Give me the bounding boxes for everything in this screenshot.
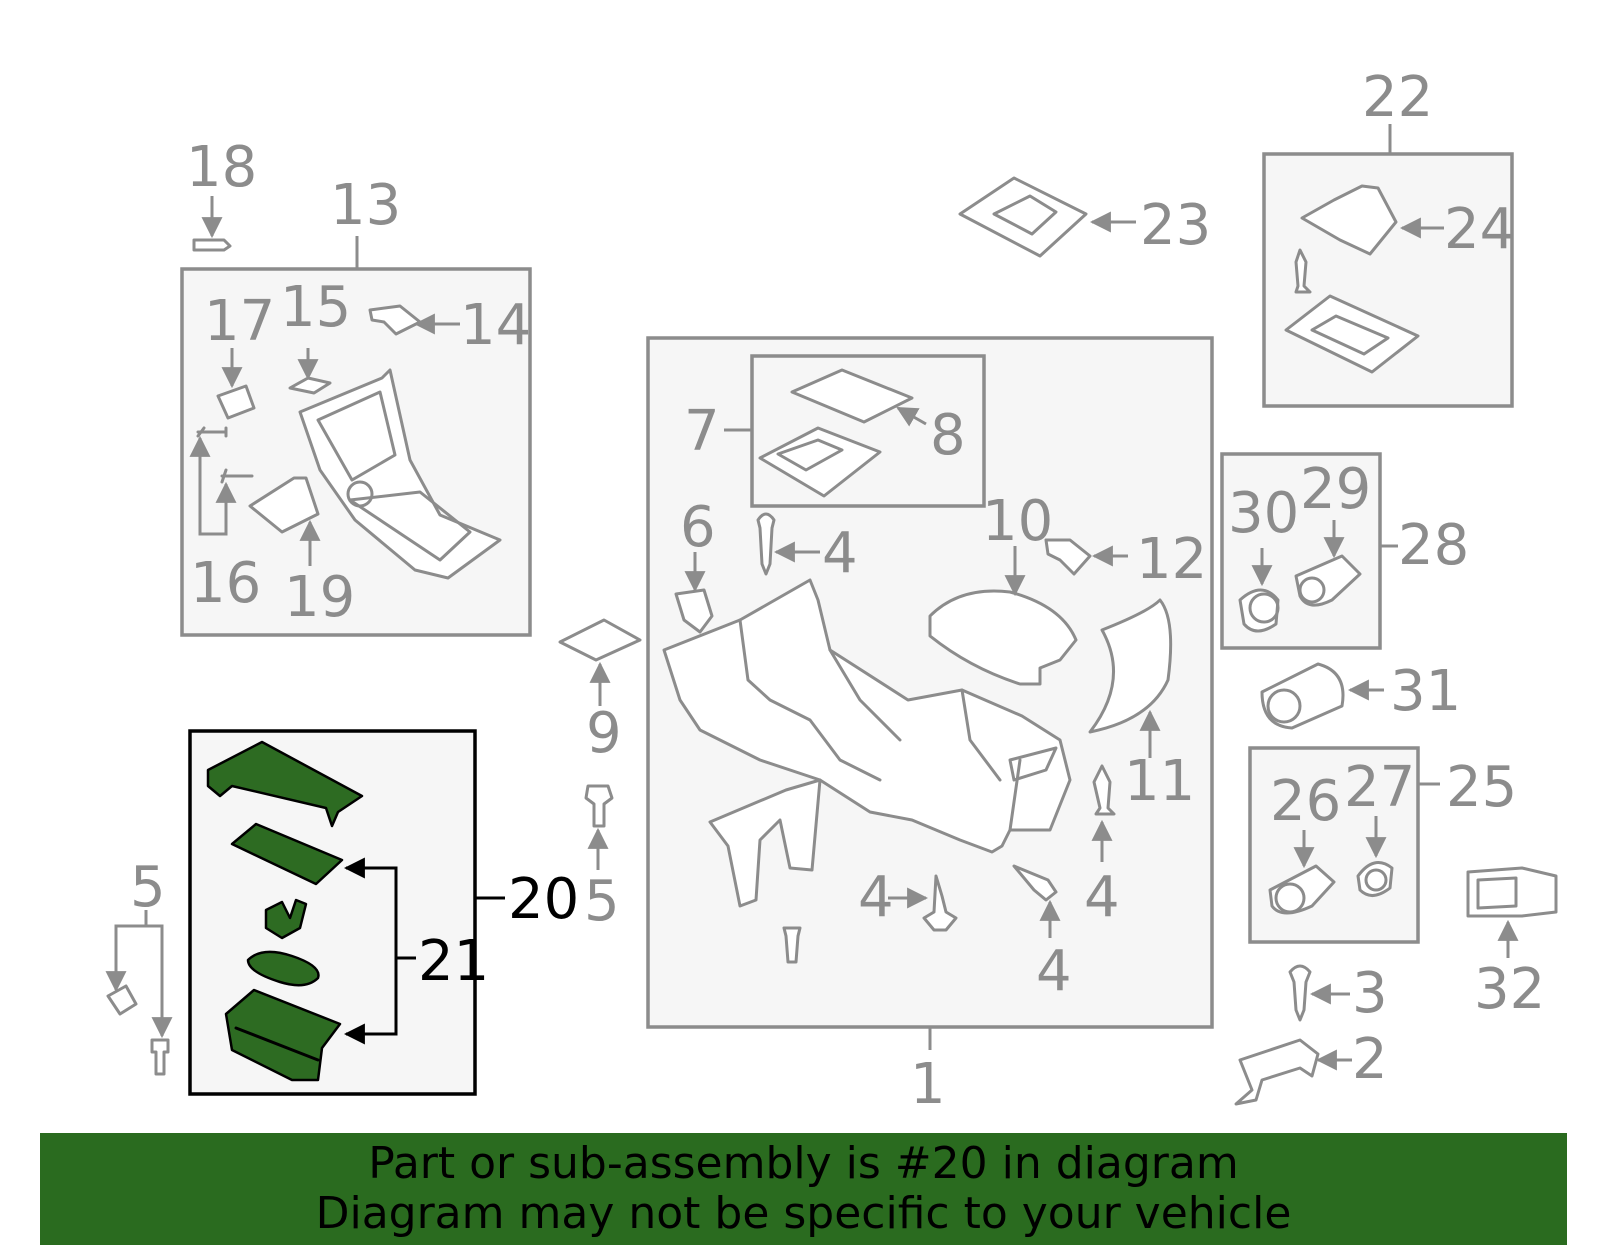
callout-20: 20 [508,867,579,932]
screw-4e [782,926,802,964]
group-1-box [646,336,1214,1050]
callout-17: 17 [204,289,275,354]
bolt-5c [584,784,614,828]
part-21-clip [264,898,308,940]
bolt-5b [150,1038,170,1076]
group-25-box [1248,746,1440,944]
callout-26: 26 [1270,769,1341,834]
console-body [662,578,1072,854]
bracket-14 [368,304,422,336]
callout-32: 32 [1474,957,1545,1022]
group-22-box [1262,124,1514,408]
callout-labels: 1 2 3 4 4 4 4 4 5 5 6 7 8 9 10 11 12 13 … [130,65,1545,1117]
callout-4d: 4 [858,865,894,930]
screw-4d [922,874,958,932]
callout-23: 23 [1140,193,1211,258]
callout-5a: 5 [130,855,166,920]
banner-line-1: Part or sub-assembly is #20 in diagram [368,1138,1239,1189]
callout-5b: 5 [584,869,620,934]
callout-21: 21 [418,929,489,994]
part-21-mat [230,822,344,886]
bezel-22 [1284,294,1420,374]
callout-14: 14 [460,293,531,358]
part-21-lid [206,740,364,828]
callout-6: 6 [680,495,716,560]
info-banner: Part or sub-assembly is #20 in diagram D… [40,1133,1567,1245]
screw-4a [756,512,776,576]
callout-2: 2 [1352,1027,1388,1092]
boot-24 [1300,184,1398,256]
callout-7: 7 [684,399,720,464]
callout-12: 12 [1136,527,1207,592]
clip-18 [192,238,232,252]
insert-8 [790,368,914,424]
screw-4b [1092,764,1116,816]
callout-16: 16 [190,551,261,616]
callout-4b: 4 [1084,865,1120,930]
screw-16a [196,426,228,438]
callout-30: 30 [1228,481,1299,546]
console-bracket [708,778,822,908]
bracket-12 [1044,538,1092,576]
bolt-5a [106,984,138,1016]
armrest-10 [928,589,1078,686]
callout-27: 27 [1344,755,1415,820]
callout-22: 22 [1362,65,1433,130]
callout-25: 25 [1446,755,1517,820]
clip-15 [288,376,332,395]
bracket-19 [248,476,320,534]
callout-24: 24 [1444,197,1515,262]
panel-11 [1088,598,1173,734]
callout-29: 29 [1300,457,1371,522]
part-21-plug [246,950,320,987]
bracket-2 [1234,1038,1320,1106]
callout-13: 13 [330,173,401,238]
callout-3: 3 [1352,961,1388,1026]
banner-line-2: Diagram may not be specific to your vehi… [315,1188,1292,1239]
callout-28: 28 [1398,513,1469,578]
callout-10: 10 [982,489,1053,554]
callout-19: 19 [284,565,355,630]
pad-9 [558,618,642,662]
callout-1: 1 [910,1052,946,1117]
callout-31: 31 [1390,659,1461,724]
bezel-23 [958,176,1088,258]
socket-31 [1260,662,1345,730]
callout-8: 8 [930,403,966,468]
clip-17 [216,384,256,420]
group-28-box [1220,452,1398,650]
callout-18: 18 [186,135,257,200]
callout-11: 11 [1124,749,1195,814]
callout-4a: 4 [822,521,858,586]
screw-4c [1012,864,1058,902]
callout-9: 9 [586,701,622,766]
group-13-box [180,236,532,637]
screw-16b [220,468,254,484]
console-trim-panel [298,368,502,580]
callout-4c: 4 [1036,939,1072,1004]
screw-22 [1294,248,1312,294]
callout-15: 15 [280,275,351,340]
screw-3 [1288,964,1312,1022]
group-20-box[interactable] [188,729,505,1096]
